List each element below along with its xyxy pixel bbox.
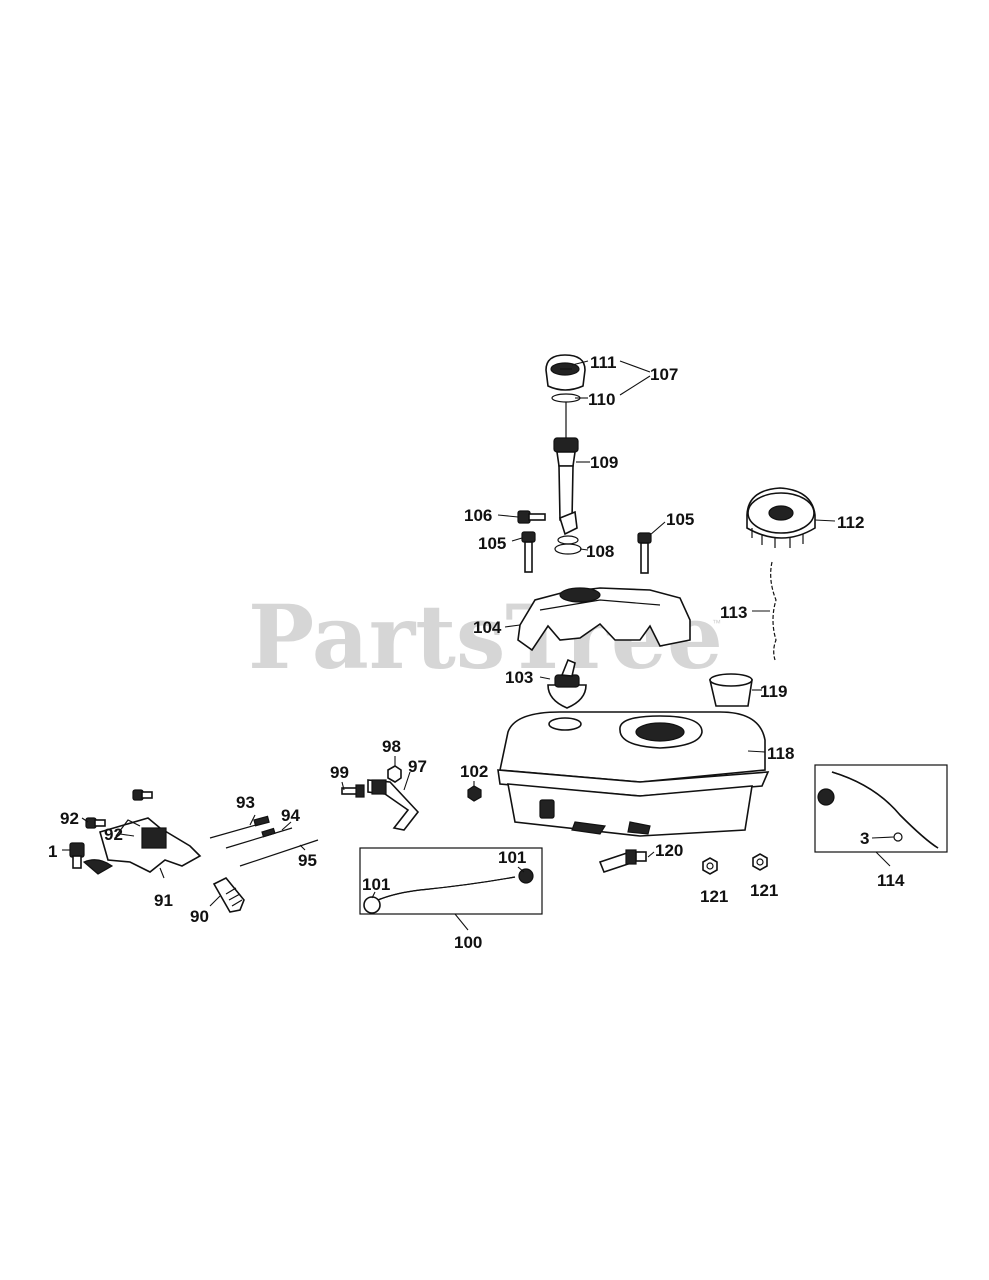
part-93-throttle-cable[interactable] — [209, 815, 270, 839]
callout-3: 3 — [860, 829, 869, 848]
part-109-fill-tube[interactable] — [553, 402, 579, 536]
callout-121-left: 121 — [700, 887, 728, 906]
part-94-cable-end[interactable] — [225, 827, 293, 849]
leader-lines — [62, 360, 895, 931]
callout-92-right: 92 — [104, 825, 123, 844]
part-104-tank-shroud[interactable] — [517, 587, 691, 652]
callout-1: 1 — [48, 842, 57, 861]
callout-119: 119 — [760, 682, 787, 701]
callout-120: 120 — [655, 841, 683, 860]
callout-100: 100 — [454, 933, 482, 952]
callout-106: 106 — [464, 506, 492, 525]
callout-91: 91 — [154, 891, 173, 910]
part-97-bracket[interactable] — [367, 779, 420, 831]
callout-101-right: 101 — [498, 848, 526, 867]
part-92-screw-left[interactable] — [85, 817, 106, 829]
part-108-gasket[interactable] — [554, 535, 582, 555]
callout-101-left: 101 — [362, 875, 390, 894]
part-103-fuel-valve[interactable] — [547, 658, 587, 709]
callout-110: 110 — [588, 390, 615, 409]
callout-92-left: 92 — [60, 809, 79, 828]
part-1-bolt[interactable] — [69, 842, 85, 869]
part-112-fuel-cap[interactable] — [746, 487, 816, 548]
part-114-fuel-line-kit[interactable] — [814, 764, 948, 853]
part-113-tether-chain[interactable] — [770, 561, 777, 661]
callout-95: 95 — [298, 851, 317, 870]
part-102-nut[interactable] — [467, 785, 482, 802]
callout-98: 98 — [382, 737, 401, 756]
callout-108: 108 — [586, 542, 614, 561]
part-118-fuel-tank[interactable] — [497, 711, 770, 837]
callout-105-right: 105 — [666, 510, 694, 529]
callout-121-right: 121 — [750, 881, 778, 900]
callout-112: 112 — [837, 513, 864, 532]
callout-90: 90 — [190, 907, 209, 926]
part-106-bolt[interactable] — [517, 510, 546, 524]
part-120-fuel-fitting[interactable] — [598, 849, 647, 873]
part-90-governor-spring[interactable] — [212, 876, 245, 913]
callout-104: 104 — [473, 618, 502, 637]
callout-118: 118 — [767, 744, 794, 763]
part-100-fuel-hose-kit[interactable] — [359, 847, 543, 915]
part-92-screw-right[interactable] — [132, 789, 153, 801]
callout-103: 103 — [505, 668, 533, 687]
part-98-nut[interactable] — [387, 765, 402, 783]
callout-94: 94 — [281, 806, 300, 825]
part-111-dipstick-cap[interactable] — [545, 354, 586, 391]
part-121-nut-left[interactable] — [702, 857, 718, 875]
callout-97: 97 — [408, 757, 427, 776]
part-99-bolt[interactable] — [341, 784, 365, 798]
callout-105-left: 105 — [478, 534, 506, 553]
part-119-fuel-strainer[interactable] — [708, 673, 753, 707]
part-105-bolt-right[interactable] — [637, 532, 652, 574]
callout-113: 113 — [720, 603, 747, 622]
part-121-nut-right[interactable] — [752, 853, 768, 871]
callout-102: 102 — [460, 762, 488, 781]
part-91-control-bracket[interactable] — [82, 817, 202, 875]
callout-109: 109 — [590, 453, 618, 472]
callout-99: 99 — [330, 763, 349, 782]
callout-107: 107 — [650, 365, 678, 384]
part-95-choke-cable[interactable] — [239, 839, 319, 867]
callout-labels: 111 107 110 109 106 105 105 108 112 113 … — [48, 353, 905, 952]
callout-111: 111 — [590, 353, 617, 372]
callout-93: 93 — [236, 793, 255, 812]
part-105-bolt-left[interactable] — [521, 531, 536, 573]
callout-114: 114 — [877, 871, 905, 890]
watermark-trademark: ™ — [712, 618, 721, 628]
